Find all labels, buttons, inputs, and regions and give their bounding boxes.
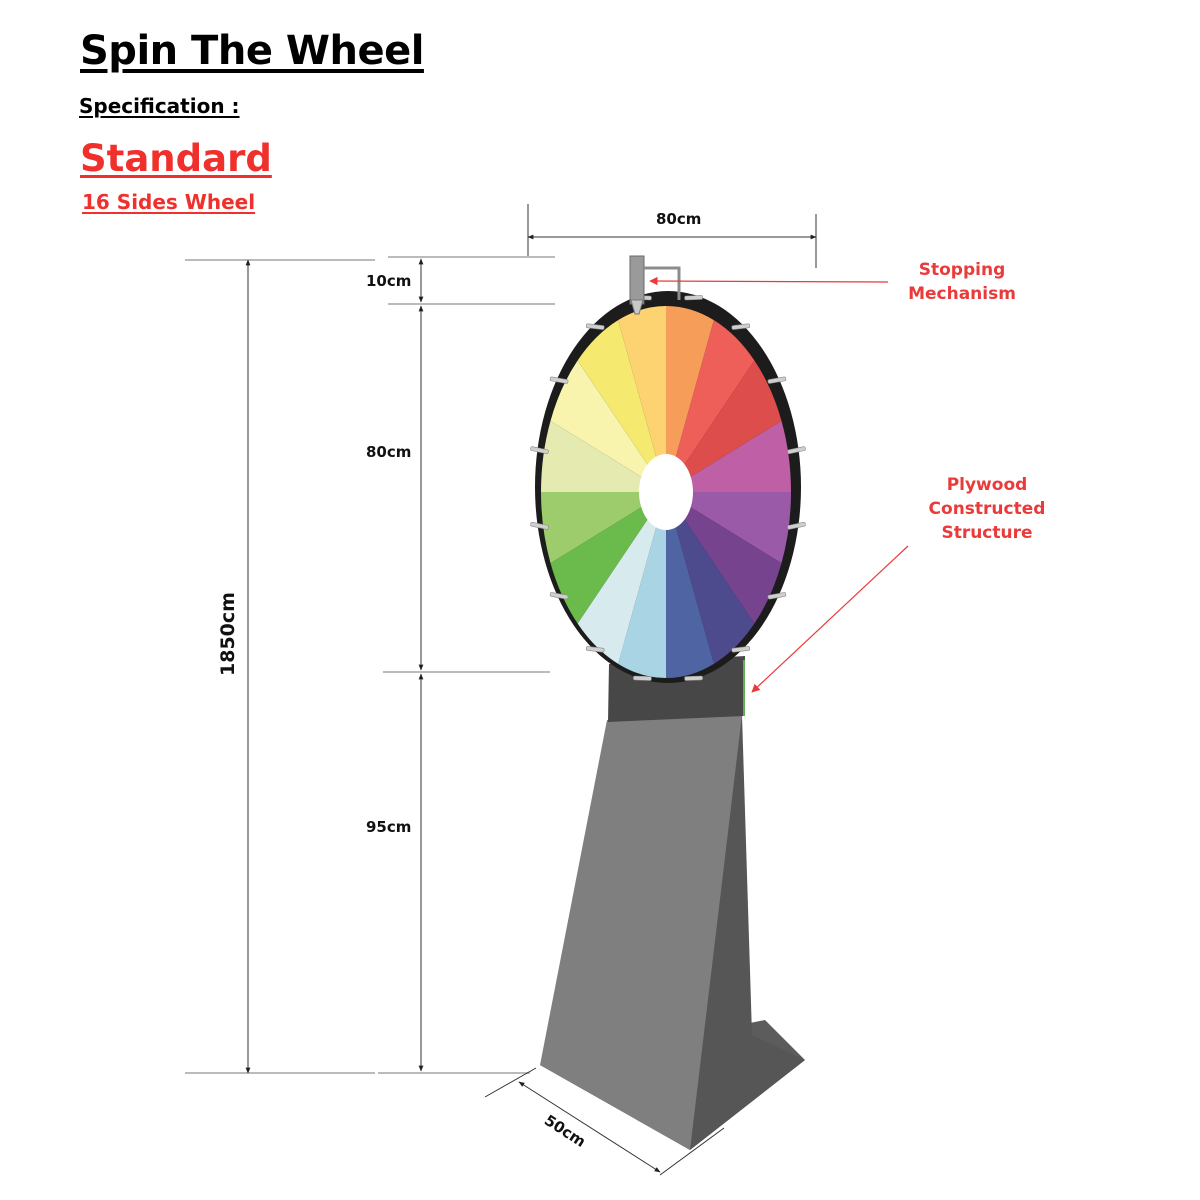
wheel-peg	[585, 323, 605, 330]
callout-stopping-mechanism-line-1: Stopping	[918, 260, 1006, 280]
wheel-peg	[530, 446, 549, 455]
wheel-peg	[767, 376, 787, 384]
wheel-segment	[666, 492, 755, 664]
wheel-peg	[731, 646, 751, 653]
wheel-hub	[639, 454, 693, 530]
wheel	[530, 291, 806, 683]
dimension-stand-height: 95cm	[366, 818, 412, 836]
wheel-peg	[633, 675, 652, 681]
wheel-segment	[577, 492, 666, 664]
wheel-peg	[787, 446, 806, 455]
wheel-segment	[666, 360, 782, 492]
specification-label: Specification :	[79, 94, 240, 118]
wheel-segment	[550, 492, 666, 624]
wheel-peg	[731, 323, 751, 330]
wheel-peg	[767, 592, 787, 600]
dimension-wheel-height: 80cm	[366, 443, 412, 461]
callout-plywood-structure-line-1: Plywood	[946, 475, 1028, 495]
wheel-peg	[530, 521, 549, 530]
wheel-segment	[666, 492, 791, 564]
wheel-peg	[549, 376, 569, 384]
stand-front-panel	[540, 715, 742, 1150]
wheel-segment	[541, 492, 666, 564]
wheel-segment	[577, 320, 666, 492]
wheel-pegs	[530, 295, 806, 681]
wheel-segments	[541, 306, 791, 678]
stopper-plate	[629, 255, 645, 305]
stand	[540, 656, 805, 1150]
callout-pointers	[649, 276, 909, 693]
wheel-segment	[666, 492, 782, 624]
wheel-segment	[618, 306, 666, 492]
stopping-mechanism	[629, 255, 681, 315]
wheel-segment	[618, 492, 666, 678]
wheel-peg	[684, 675, 703, 681]
wheel-segment	[541, 420, 666, 492]
wheel-peg	[684, 295, 703, 301]
callout-plywood-structure: Plywood Constructed Structure	[929, 473, 1046, 545]
variant-title: Standard	[80, 137, 272, 180]
wheel-segment	[666, 306, 714, 492]
page-title: Spin The Wheel	[80, 28, 424, 74]
pointer-plywood-structure	[751, 545, 909, 693]
stopper-bracket	[644, 266, 681, 300]
wheel-peg	[549, 592, 569, 600]
wheel-segment	[550, 360, 666, 492]
wheel-segment	[666, 320, 755, 492]
callout-stopping-mechanism: Stopping Mechanism	[908, 258, 1016, 306]
dimension-lines	[185, 204, 817, 1176]
pointer-stopping-mechanism	[649, 276, 889, 286]
wheel-segment	[666, 492, 714, 678]
callout-plywood-structure-line-2: Constructed	[928, 499, 1046, 519]
wheel-segment	[666, 420, 791, 492]
variant-subtitle: 16 Sides Wheel	[82, 190, 256, 214]
dimension-stopper-height: 10cm	[366, 272, 412, 290]
wheel-peg	[787, 521, 806, 530]
callout-plywood-structure-line-3: Structure	[941, 523, 1033, 543]
stopper-flapper	[630, 299, 644, 315]
wheel-peg	[585, 646, 605, 653]
dimension-wheel-width: 80cm	[656, 210, 702, 228]
callout-stopping-mechanism-line-2: Mechanism	[908, 284, 1016, 304]
